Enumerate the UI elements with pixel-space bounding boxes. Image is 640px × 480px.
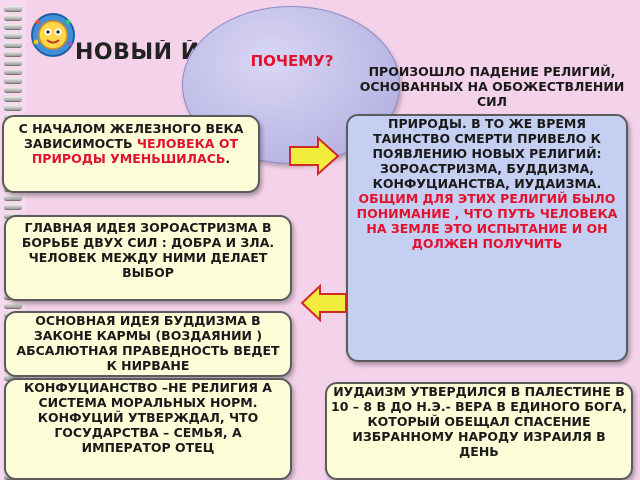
buddhism-text: ОСНОВНАЯ ИДЕЯ БУДДИЗМА В ЗАКОНЕ КАРМЫ (В… xyxy=(16,313,280,373)
iron-age-box: С НАЧАЛОМ ЖЕЛЕЗНОГО ВЕКА ЗАВИСИМОСТЬ ЧЕЛ… xyxy=(2,115,260,193)
spiral-coil xyxy=(4,24,22,29)
spiral-coil xyxy=(4,15,22,20)
buddhism-box: ОСНОВНАЯ ИДЕЯ БУДДИЗМА В ЗАКОНЕ КАРМЫ (В… xyxy=(4,311,292,377)
spiral-coil xyxy=(4,69,22,74)
spiral-coil xyxy=(4,6,22,11)
spiral-coil xyxy=(4,42,22,47)
religions-fall-box: ПРИРОДЫ. В ТО ЖЕ ВРЕМЯ ТАИНСТВО СМЕРТИ П… xyxy=(346,114,628,362)
spiral-coil xyxy=(4,78,22,83)
spiral-coil xyxy=(4,87,22,92)
arrow-right-icon xyxy=(289,136,340,176)
fall-common-text: ОБЩИМ ДЛЯ ЭТИХ РЕЛИГИЙ БЫЛО ПОНИМАНИЕ , … xyxy=(356,191,618,251)
iron-age-text: С НАЧАЛОМ ЖЕЛЕЗНОГО ВЕКА ЗАВИСИМОСТЬ xyxy=(18,121,244,151)
spiral-coil xyxy=(4,60,22,65)
spiral-coil xyxy=(4,96,22,101)
zoroastrianism-box: ГЛАВНАЯ ИДЕЯ ЗОРОАСТРИЗМА В БОРЬБЕ ДВУХ … xyxy=(4,215,292,301)
arrow-left-icon xyxy=(300,284,347,322)
bubble-question: ПОЧЕМУ? xyxy=(250,52,334,70)
zoroastrianism-text: ГЛАВНАЯ ИДЕЯ ЗОРОАСТРИЗМА В БОРЬБЕ ДВУХ … xyxy=(21,220,275,280)
spiral-coil xyxy=(4,204,22,209)
zodiac-wheel-icon xyxy=(31,13,75,57)
iron-age-period: . xyxy=(225,151,231,166)
judaism-box: ИУДАИЗМ УТВЕРДИЛСЯ В ПАЛЕСТИНЕ В 10 – 8 … xyxy=(325,382,633,480)
fall-heading: ПРОИЗОШЛО ПАДЕНИЕ РЕЛИГИЙ, ОСНОВАННЫХ НА… xyxy=(359,64,625,109)
spiral-coil xyxy=(4,105,22,110)
spiral-coil xyxy=(4,33,22,38)
spiral-coil xyxy=(4,51,22,56)
confucianism-box: КОНФУЦИАНСТВО –НЕ РЕЛИГИЯ А СИСТЕМА МОРА… xyxy=(4,378,292,480)
confucianism-text: КОНФУЦИАНСТВО –НЕ РЕЛИГИЯ А СИСТЕМА МОРА… xyxy=(24,380,272,455)
spiral-coil xyxy=(4,303,22,308)
spiral-coil xyxy=(4,375,22,380)
spiral-coil xyxy=(4,195,22,200)
judaism-text: ИУДАИЗМ УТВЕРДИЛСЯ В ПАЛЕСТИНЕ В 10 – 8 … xyxy=(331,384,627,459)
iron-age-highlight: ЧЕЛОВЕКА ОТ ПРИРОДЫ УМЕНЬШИЛАСЬ xyxy=(31,136,238,166)
fall-body-text: ПРИРОДЫ. В ТО ЖЕ ВРЕМЯ ТАИНСТВО СМЕРТИ П… xyxy=(372,116,602,191)
